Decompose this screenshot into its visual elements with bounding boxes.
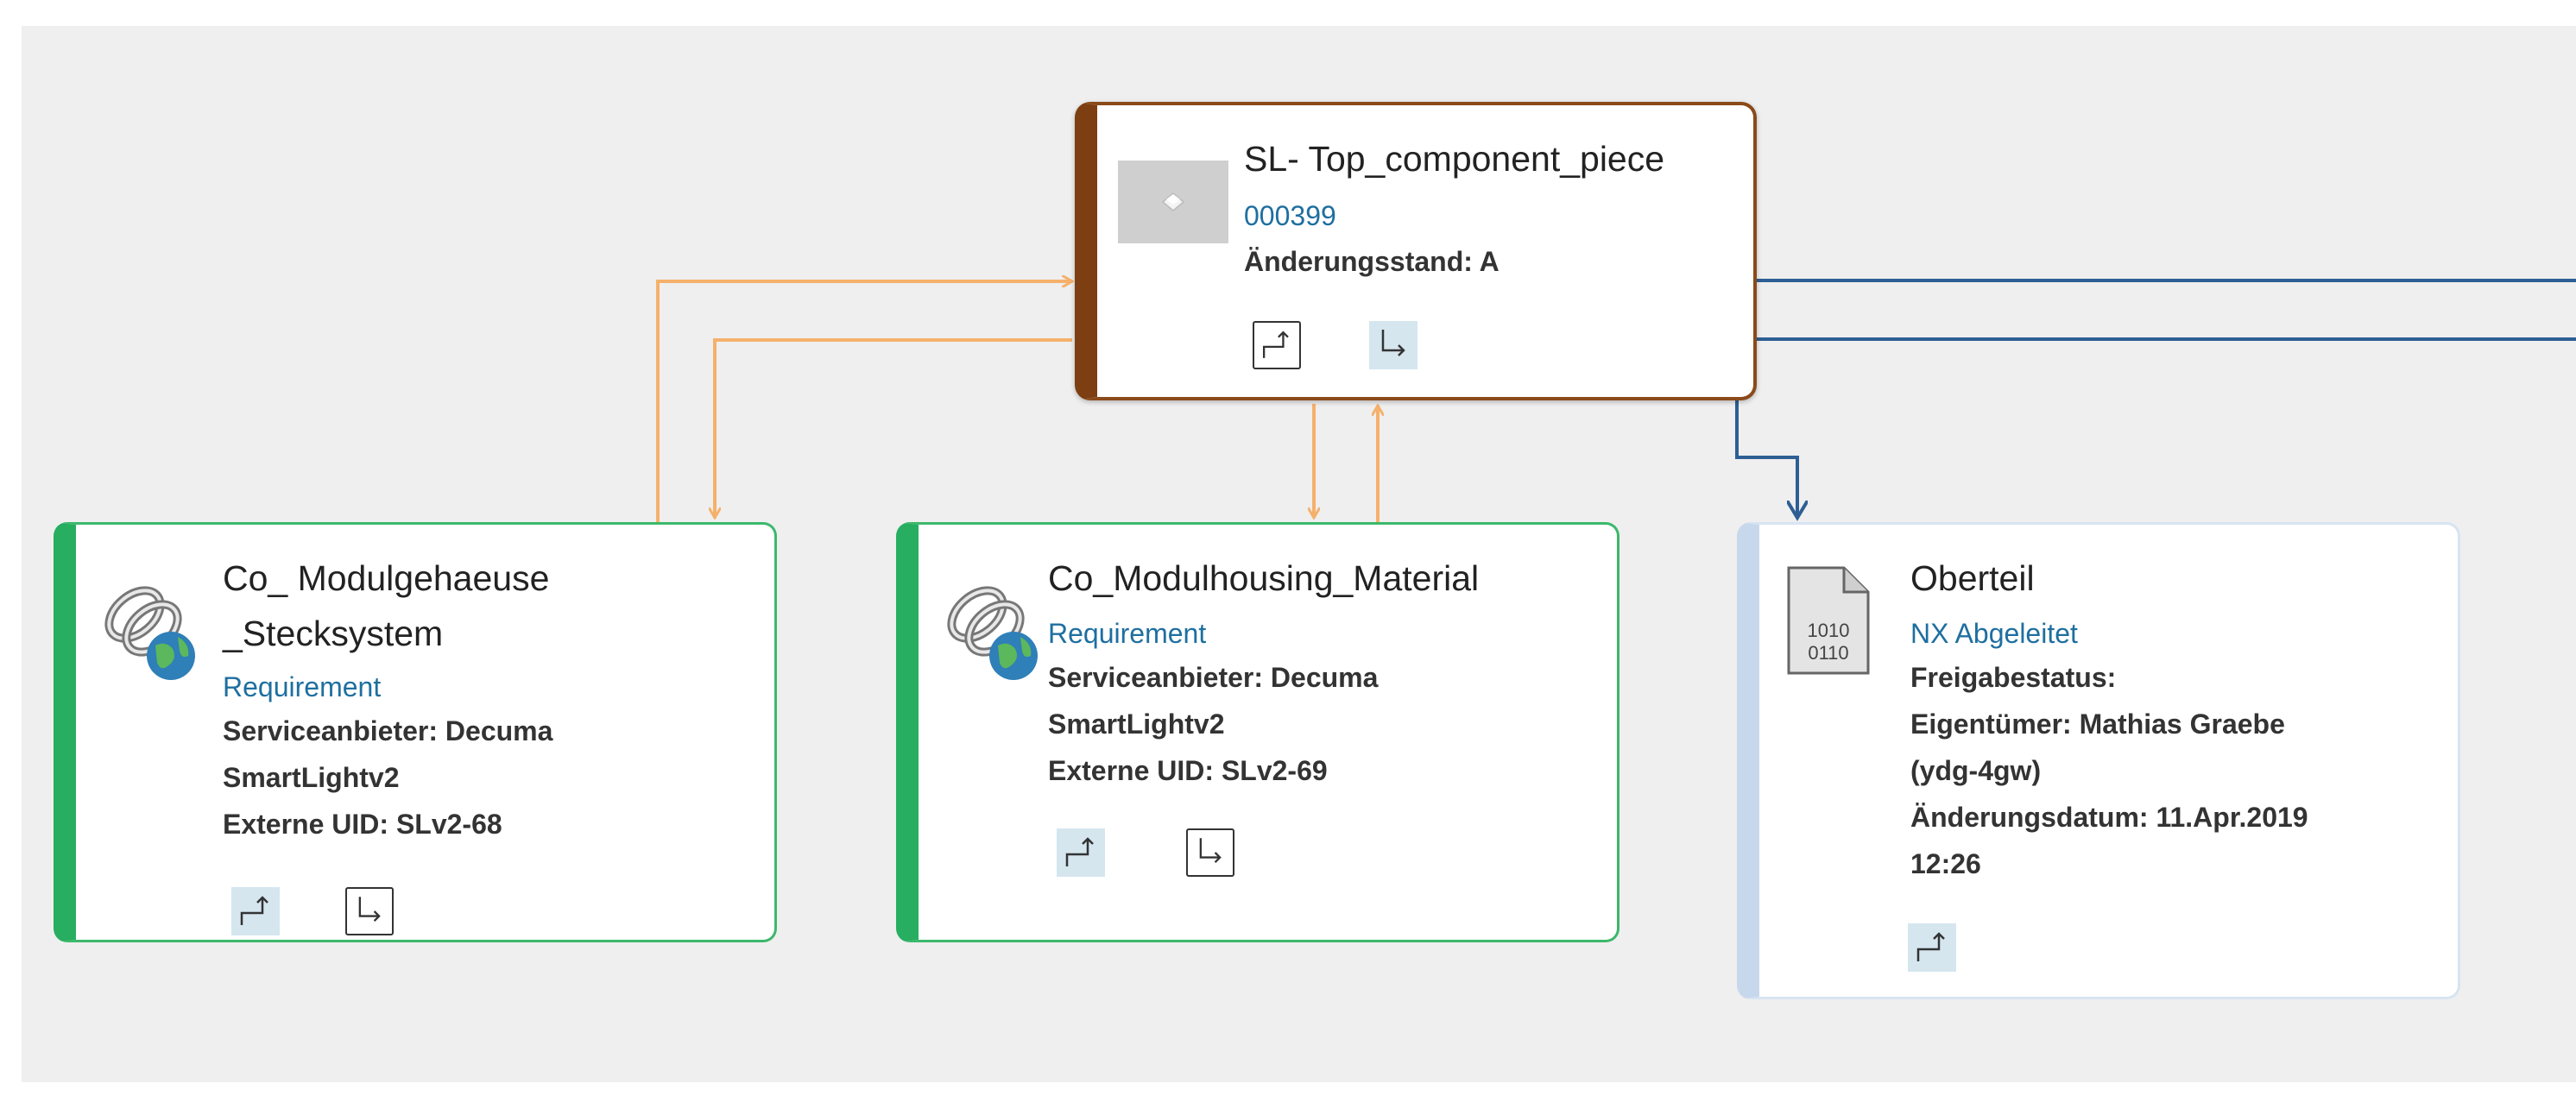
item-id-link[interactable]: 000399 (1244, 200, 1336, 231)
service-provider-line2: SmartLightv2 (223, 762, 400, 793)
expand-down-icon[interactable] (1186, 828, 1234, 877)
revision-text: Änderungsstand: A (1244, 246, 1500, 277)
object-type-link[interactable]: Requirement (223, 671, 382, 702)
expand-up-icon[interactable] (1057, 828, 1105, 877)
service-provider-line1: Serviceanbieter: Decuma (1048, 662, 1379, 693)
object-type-link[interactable]: Requirement (1048, 618, 1207, 649)
node-title: Co_Modulhousing_Material (1048, 558, 1480, 598)
release-status: Freigabestatus: (1910, 662, 2117, 693)
binary-icon-text-2: 0110 (1808, 642, 1848, 664)
relation-line-top-to-oberteil[interactable] (1735, 400, 1797, 518)
node-title: Oberteil (1910, 558, 2035, 598)
node-title-line1: Co_ Modulgehaeuse (223, 558, 550, 598)
web-link-requirement-icon (938, 576, 1051, 687)
relation-line-top-to-left[interactable] (715, 338, 1072, 518)
node-title-line2: _Stecksystem (223, 614, 444, 653)
external-uid: Externe UID: SLv2-69 (1048, 755, 1328, 786)
binary-icon-text-1: 1010 (1808, 620, 1850, 641)
expand-up-icon[interactable] (1253, 321, 1301, 369)
top-component-node[interactable]: SL- Top_component_piece 000399 Änderungs… (1075, 102, 1757, 400)
binary-file-icon: 1010 0110 (1785, 564, 1872, 677)
owner-line2: (ydg-4gw) (1910, 755, 2042, 786)
service-provider-line2: SmartLightv2 (1048, 708, 1225, 740)
expand-down-icon[interactable] (345, 887, 394, 935)
web-link-requirement-icon (95, 576, 209, 687)
node-title: SL- Top_component_piece (1244, 139, 1665, 179)
requirement-node-modulgehaeuse[interactable]: Co_ Modulgehaeuse _Stecksystem Requireme… (54, 522, 777, 942)
expand-up-icon[interactable] (1908, 923, 1956, 972)
dataset-node-oberteil[interactable]: 1010 0110 Oberteil NX Abgeleitet Freigab… (1737, 522, 2460, 999)
requirement-node-modulhousing-material[interactable]: Co_Modulhousing_Material Requirement Ser… (896, 522, 1619, 942)
relation-line-left-to-top[interactable] (656, 281, 1072, 522)
modified-date-line1: Änderungsdatum: 11.Apr.2019 (1910, 802, 2308, 833)
expand-up-icon[interactable] (231, 887, 280, 935)
part-thumbnail-icon (1118, 161, 1228, 243)
service-provider-line1: Serviceanbieter: Decuma (223, 715, 553, 746)
modified-date-line2: 12:26 (1910, 848, 1981, 879)
external-uid: Externe UID: SLv2-68 (223, 809, 502, 840)
owner-line1: Eigentümer: Mathias Graebe (1910, 708, 2285, 740)
expand-down-icon[interactable] (1369, 321, 1417, 369)
object-type-link[interactable]: NX Abgeleitet (1910, 618, 2078, 649)
